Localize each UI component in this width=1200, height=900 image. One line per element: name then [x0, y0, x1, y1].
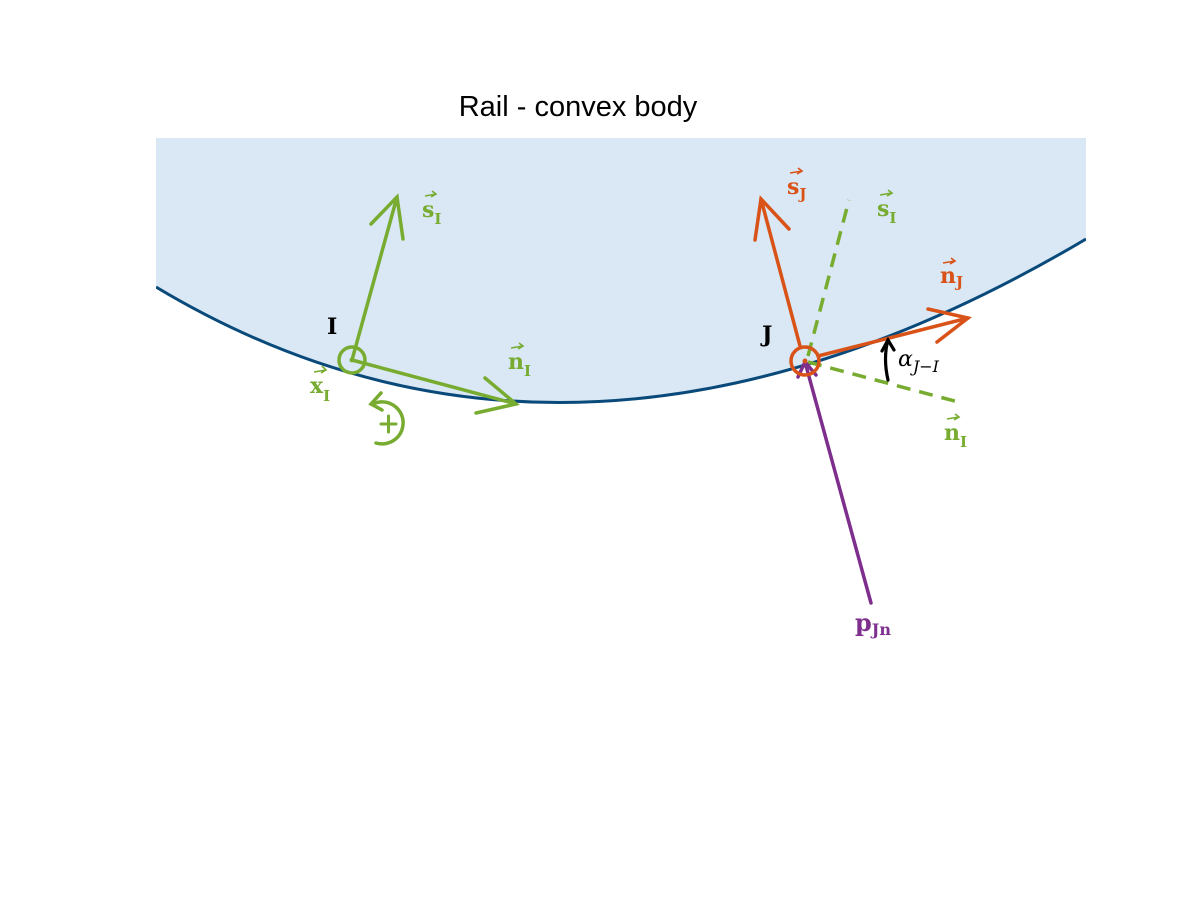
n-I-dashed-label: nI: [944, 413, 967, 451]
point-J-dot: [802, 358, 808, 364]
alpha-angle-arc: [880, 336, 896, 382]
svg-text:sI: sI: [422, 197, 441, 228]
point-J-marker: [789, 345, 821, 377]
n-J-vector: [816, 316, 970, 358]
n-I-vector: [350, 358, 518, 406]
diagram-title: Rail - convex body: [459, 91, 698, 123]
alpha-J-I-label: αJ−I: [898, 347, 940, 376]
svg-text:nI: nI: [508, 349, 531, 380]
svg-text:nJ: nJ: [940, 263, 963, 291]
s-J-vector: [759, 197, 802, 348]
s-I-vector: [350, 195, 399, 362]
point-J-group: [753, 195, 973, 377]
svg-text:sJ: sJ: [787, 174, 807, 203]
s-I-arrowhead: [369, 193, 405, 241]
s-J-label: sJ: [787, 167, 807, 203]
s-I-dashed-label: sI: [877, 189, 896, 227]
positive-rotation-icon: [368, 391, 405, 446]
svg-text:sI: sI: [877, 196, 896, 227]
n-I-arrowhead: [474, 376, 520, 415]
point-I-dot: [349, 357, 355, 363]
n-J-label: nJ: [940, 257, 963, 291]
x-I-label: xI: [310, 365, 330, 405]
n-I-dashed-axis: [807, 360, 963, 405]
svg-text:nI: nI: [944, 420, 967, 451]
p-Jn-label: pJn: [855, 608, 891, 639]
svg-text:xI: xI: [310, 373, 330, 405]
s-I-label: sI: [422, 190, 441, 228]
n-J-arrowhead: [926, 307, 973, 344]
point-I-label: I: [327, 314, 337, 340]
point-I-marker: [337, 345, 367, 375]
point-I-group: [337, 193, 520, 446]
rail-boundary-curve: [156, 237, 1086, 405]
reference-axes-at-J: [806, 199, 963, 405]
p-Jn-force: [796, 358, 873, 605]
s-I-dashed-axis: [806, 199, 851, 357]
point-J-label: J: [760, 322, 772, 348]
s-J-arrowhead: [753, 195, 791, 242]
n-I-label: nI: [508, 342, 531, 380]
